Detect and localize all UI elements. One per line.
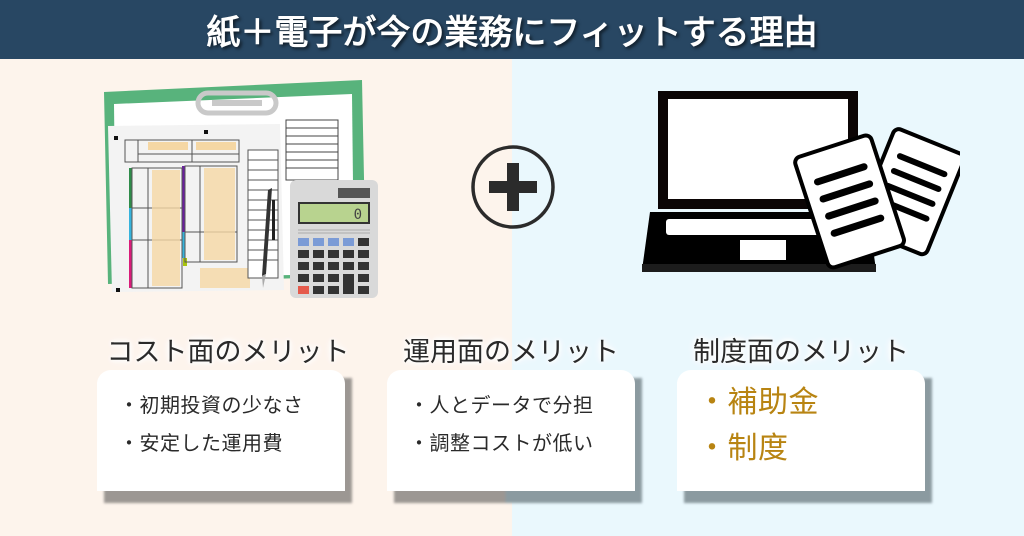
- document-icon: [793, 133, 906, 270]
- operation-merit-card: 運用面のメリット ・人とデータで分担 ・調整コストが低い: [387, 333, 657, 508]
- card-body: ・補助金 ・制度: [677, 370, 925, 491]
- system-merit-card: 制度面のメリット ・補助金 ・制度: [677, 333, 947, 508]
- cost-merit-card: コスト面のメリット ・初期投資の少なさ ・安定した運用費: [97, 333, 367, 508]
- card-item-subsidy: ・補助金: [697, 385, 819, 420]
- card-item: ・人とデータで分担: [409, 393, 594, 417]
- paper-clipboard-icon: 0: [104, 80, 378, 298]
- card-item: ・調整コストが低い: [409, 431, 594, 455]
- paper-documents-illustration: 0: [100, 78, 390, 300]
- card-item-system: ・制度: [697, 431, 789, 466]
- laptop-icon: [642, 91, 967, 272]
- card-body: ・初期投資の少なさ ・安定した運用費: [97, 370, 345, 491]
- card-body: ・人とデータで分担 ・調整コストが低い: [387, 370, 635, 491]
- card-item: ・安定した運用費: [119, 431, 283, 455]
- plus-circle-icon: [469, 143, 557, 231]
- card-title-cost: コスト面のメリット: [106, 337, 350, 368]
- page-title: 紙＋電子が今の業務にフィットする理由: [206, 13, 818, 53]
- laptop-documents-illustration: [640, 88, 967, 278]
- card-title-operation: 運用面のメリット: [403, 337, 619, 368]
- header-banner: 紙＋電子が今の業務にフィットする理由: [0, 0, 1024, 59]
- svg-text:0: 0: [354, 207, 362, 223]
- card-item: ・初期投資の少なさ: [119, 393, 304, 417]
- card-title-system: 制度面のメリット: [693, 337, 909, 368]
